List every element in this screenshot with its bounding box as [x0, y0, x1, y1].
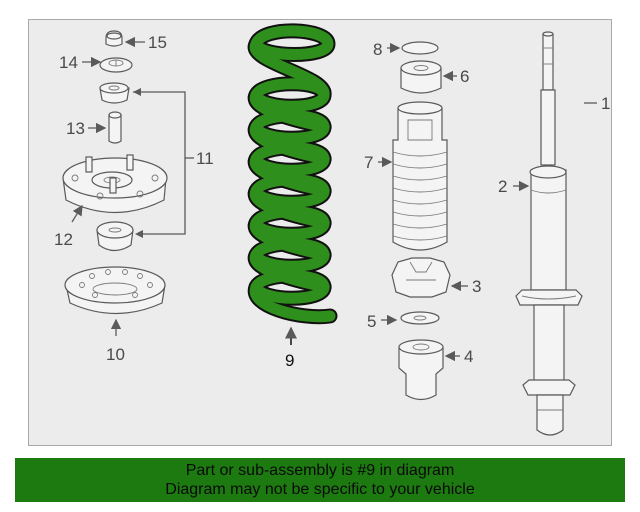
callout-4: 4 — [464, 347, 473, 366]
callout-3: 3 — [472, 277, 481, 296]
callout-14: 14 — [59, 53, 78, 72]
footer-banner: Part or sub-assembly is #9 in diagram Di… — [15, 458, 625, 502]
leader-11-bracket — [133, 91, 186, 235]
part-9-coil-spring[interactable] — [247, 23, 338, 325]
callout-1: 1 — [601, 94, 610, 113]
part-11-upper-nut[interactable] — [99, 82, 130, 104]
part-3-spring-seat[interactable] — [391, 257, 451, 298]
part-15-cap[interactable] — [105, 30, 123, 47]
part-14-washer[interactable] — [99, 57, 133, 73]
footer-line-1: Part or sub-assembly is #9 in diagram — [185, 462, 455, 479]
part-4-bump-stop[interactable] — [398, 339, 444, 401]
part-12-mount-base[interactable] — [62, 154, 168, 213]
part-13-pin[interactable] — [108, 111, 122, 144]
footer-line-2: Diagram may not be specific to your vehi… — [165, 481, 475, 498]
callout-11: 11 — [196, 149, 214, 168]
callout-2: 2 — [498, 177, 507, 196]
callout-5: 5 — [367, 312, 376, 331]
callout-7: 7 — [364, 153, 373, 172]
part-2-strut-assembly[interactable] — [515, 31, 583, 436]
callout-9: 9 — [285, 351, 294, 370]
callout-15: 15 — [148, 33, 167, 52]
leader-12 — [71, 204, 83, 223]
callout-10: 10 — [106, 345, 125, 364]
callout-12: 12 — [54, 230, 73, 249]
part-7-dust-boot[interactable] — [392, 101, 448, 251]
callout-8: 8 — [373, 40, 382, 59]
callout-13: 13 — [66, 119, 85, 138]
part-6-bump-cap[interactable] — [400, 60, 442, 94]
part-10-lower-seat[interactable] — [64, 266, 166, 315]
callout-6: 6 — [460, 67, 469, 86]
part-8-washer[interactable] — [401, 41, 439, 55]
part-11-lower-bushing[interactable] — [96, 221, 134, 252]
part-5-washer[interactable] — [400, 311, 440, 325]
